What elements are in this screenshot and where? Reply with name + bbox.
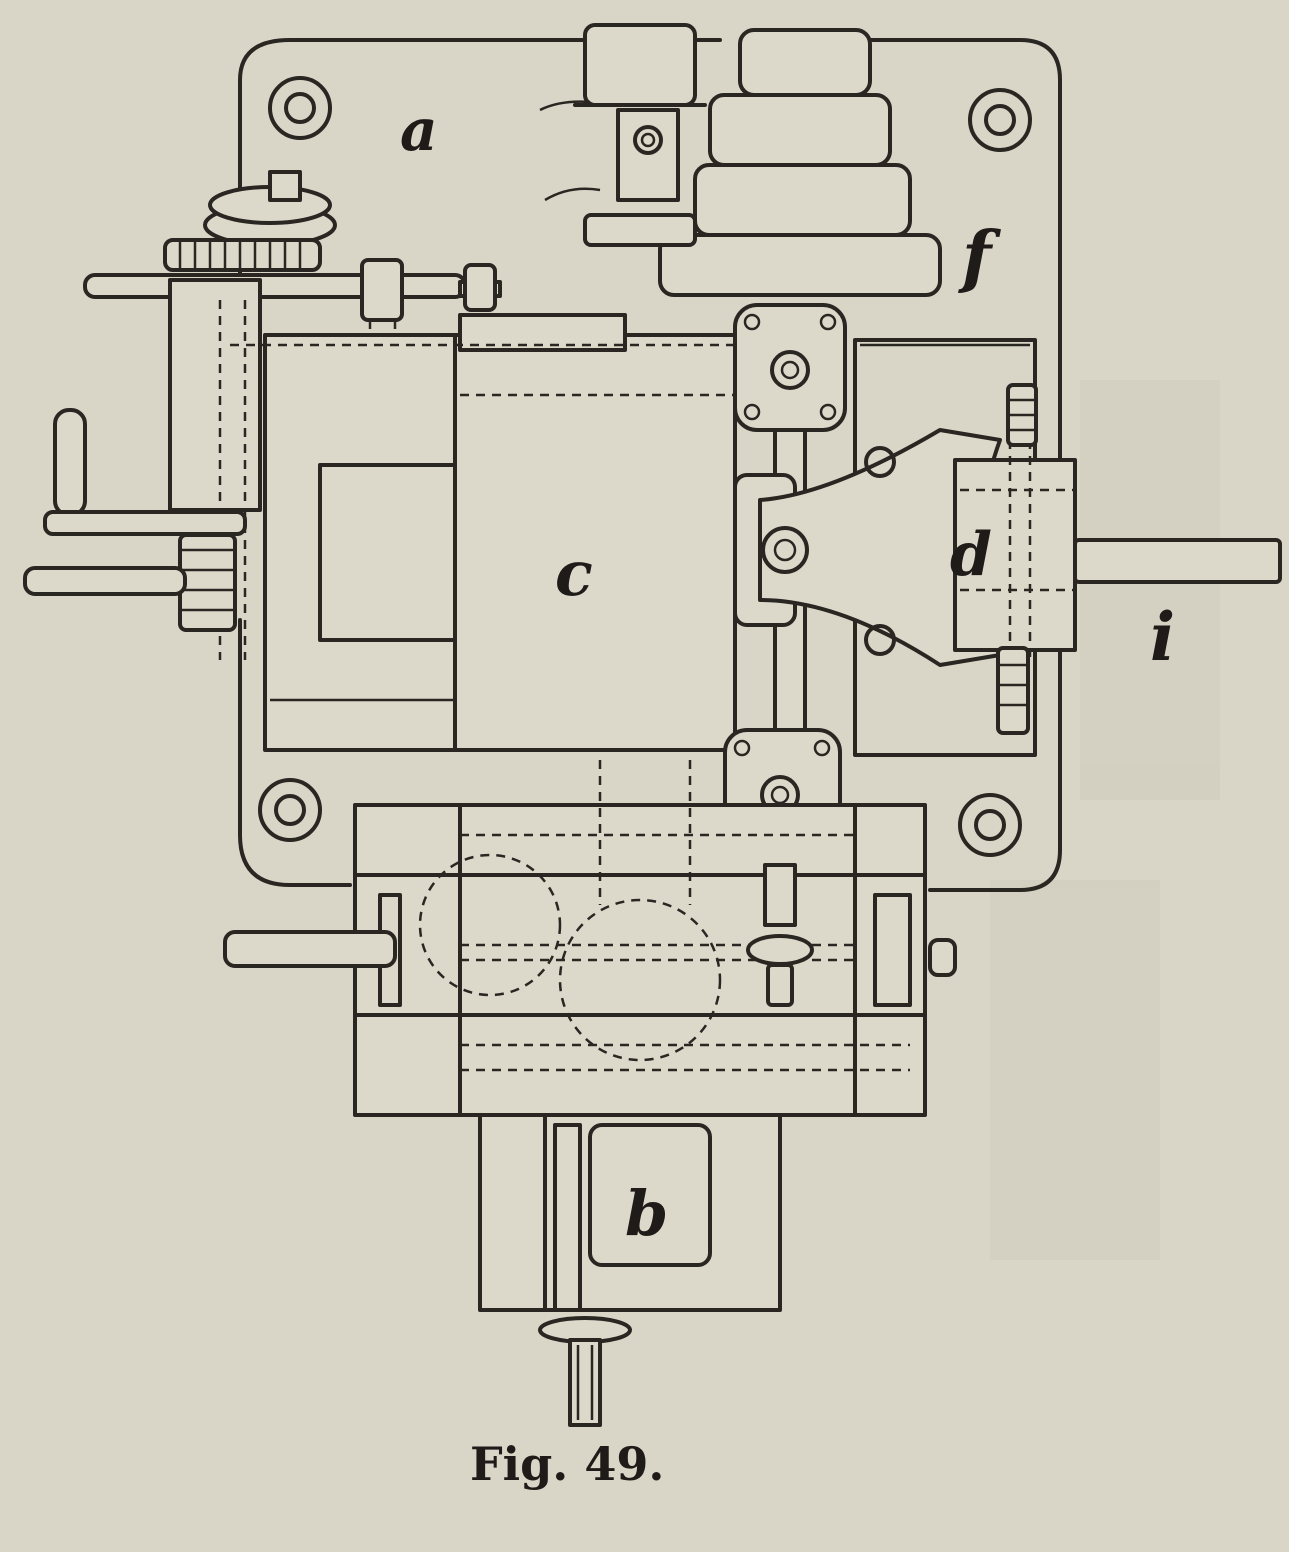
- lower-nut[interactable]: [746, 863, 814, 1007]
- base-plate: [238, 38, 1062, 892]
- adjusting-screw[interactable]: [996, 646, 1030, 735]
- left-bearing-column: [168, 278, 262, 660]
- bleed-through-text: [990, 380, 1220, 1260]
- stepped-pulley: [658, 28, 942, 297]
- drive-rod: [83, 273, 502, 299]
- label-c: c: [555, 537, 593, 610]
- mounting-hole: [958, 793, 1022, 857]
- upper-bearing-block: [733, 303, 847, 432]
- label-f: f: [958, 217, 1001, 297]
- gear-train: [163, 170, 337, 272]
- crank-handle[interactable]: [23, 408, 247, 632]
- main-slide: [230, 313, 740, 752]
- mounting-hole: [968, 88, 1032, 152]
- rocker-arm[interactable]: [733, 428, 1077, 667]
- label-d: d: [950, 520, 992, 590]
- label-a: a: [400, 96, 438, 164]
- adjusting-screw[interactable]: [1006, 383, 1038, 447]
- mounting-hole: [268, 76, 332, 140]
- clamp-screw[interactable]: [463, 263, 497, 312]
- lower-carriage: [223, 760, 957, 1117]
- bottom-slide: [478, 1113, 782, 1427]
- label-b: b: [625, 1177, 668, 1250]
- idler-pulley: [539, 23, 707, 247]
- output-shaft: [1073, 538, 1282, 584]
- mounting-hole: [258, 778, 322, 842]
- label-i: i: [1150, 598, 1175, 676]
- figure-caption: Fig. 49.: [470, 1437, 664, 1491]
